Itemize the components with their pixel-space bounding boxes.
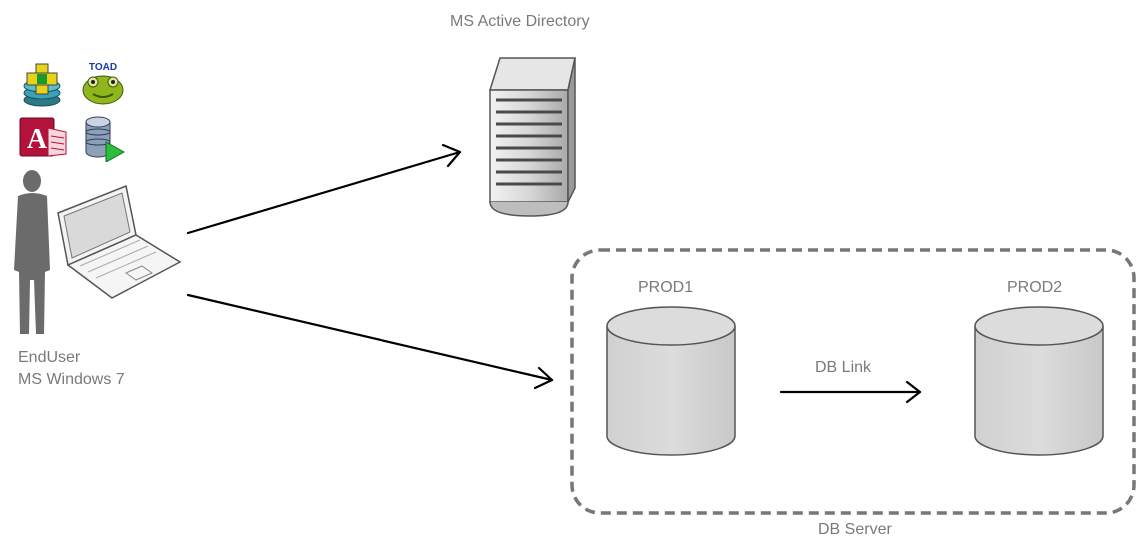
database-run-icon [80, 114, 126, 163]
toad-icon: TOAD [78, 60, 124, 106]
database-add-icon [20, 62, 64, 108]
active-directory-label: MS Active Directory [450, 13, 590, 30]
prod1-label: PROD1 [638, 279, 694, 296]
prod2-label: PROD2 [1007, 279, 1063, 296]
end-user-label: EndUser [18, 349, 81, 366]
end-user-person-icon [14, 170, 50, 334]
prod1-database-icon [606, 306, 736, 456]
arrow-db-link [779, 380, 922, 404]
laptop-icon [57, 184, 182, 299]
os-label: MS Windows 7 [18, 371, 125, 388]
svg-text:A: A [27, 124, 48, 155]
ms-access-icon: A [18, 112, 67, 158]
db-server-label: DB Server [818, 521, 892, 538]
arrow-to-db-server [186, 293, 554, 390]
toad-logo-text: TOAD [89, 62, 117, 73]
db-link-label: DB Link [815, 359, 872, 376]
arrow-to-active-directory [186, 143, 462, 235]
active-directory-server-icon [488, 57, 576, 217]
prod2-database-icon [974, 306, 1104, 456]
